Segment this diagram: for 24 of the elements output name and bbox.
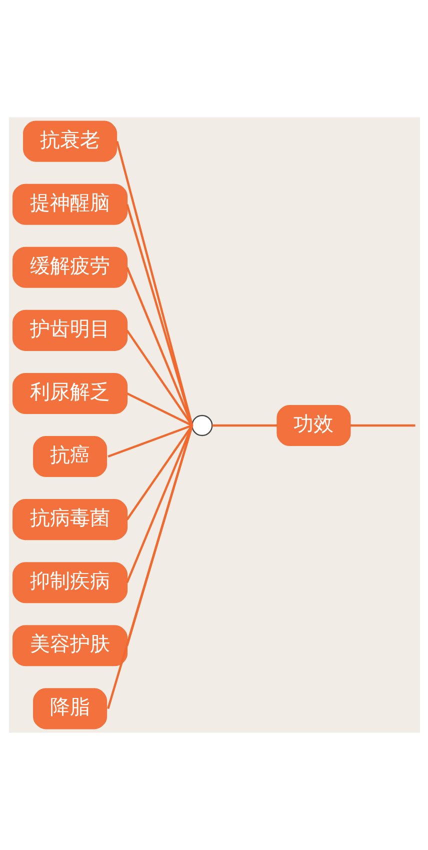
connector xyxy=(350,424,415,427)
connector xyxy=(126,266,193,426)
connector xyxy=(212,424,277,427)
node-box: 护齿明目 xyxy=(12,310,128,351)
connector xyxy=(126,425,193,646)
node-box: 缓解疲劳 xyxy=(12,246,128,288)
node-box: 降脂 xyxy=(32,688,107,730)
node-box: 抗衰老 xyxy=(22,120,117,162)
node-circle xyxy=(191,414,212,436)
connector xyxy=(126,204,193,426)
connector xyxy=(106,425,193,709)
node-box: 抗癌 xyxy=(32,436,107,478)
connector xyxy=(126,330,193,426)
node-box: 抑制疾病 xyxy=(12,562,128,604)
connector xyxy=(116,141,193,426)
node-box: 提神醒脑 xyxy=(12,184,128,225)
node-box: 美容护肤 xyxy=(12,625,128,666)
connector xyxy=(126,424,193,520)
node-box: 利尿解乏 xyxy=(12,372,128,414)
connector xyxy=(107,424,192,458)
connector xyxy=(126,425,193,584)
node-box: 功效 xyxy=(276,404,350,446)
node-box: 抗病毒菌 xyxy=(12,499,128,540)
connector xyxy=(126,392,192,426)
